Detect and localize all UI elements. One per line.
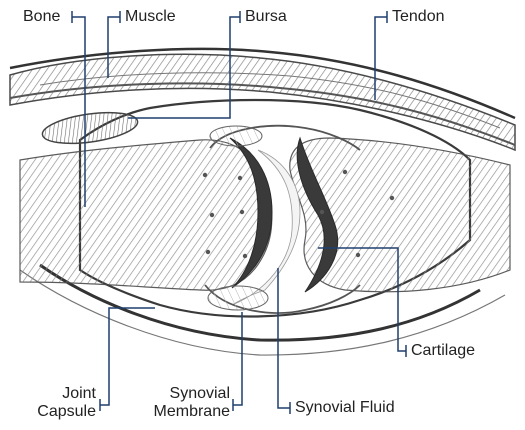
label-joint-capsule-line2: Capsule bbox=[20, 403, 96, 421]
left-bone bbox=[20, 140, 272, 290]
synovial-fluid-leader bbox=[278, 268, 290, 408]
joint-capsule-leader bbox=[100, 308, 155, 405]
label-synovial-membrane: Synovial Membrane bbox=[150, 385, 230, 421]
label-synovial-membrane-line2: Membrane bbox=[150, 403, 230, 421]
bursa-shape bbox=[41, 107, 140, 148]
label-bone: Bone bbox=[23, 8, 60, 26]
synovial-membrane-leader bbox=[233, 312, 242, 405]
label-joint-capsule-line1: Joint bbox=[20, 385, 96, 403]
label-muscle: Muscle bbox=[125, 8, 176, 26]
label-cartilage: Cartilage bbox=[411, 342, 475, 360]
label-joint-capsule: Joint Capsule bbox=[20, 385, 96, 421]
label-tendon: Tendon bbox=[392, 8, 445, 26]
label-synovial-membrane-line1: Synovial bbox=[150, 385, 230, 403]
label-synovial-fluid: Synovial Fluid bbox=[295, 399, 395, 417]
label-bursa: Bursa bbox=[245, 8, 287, 26]
